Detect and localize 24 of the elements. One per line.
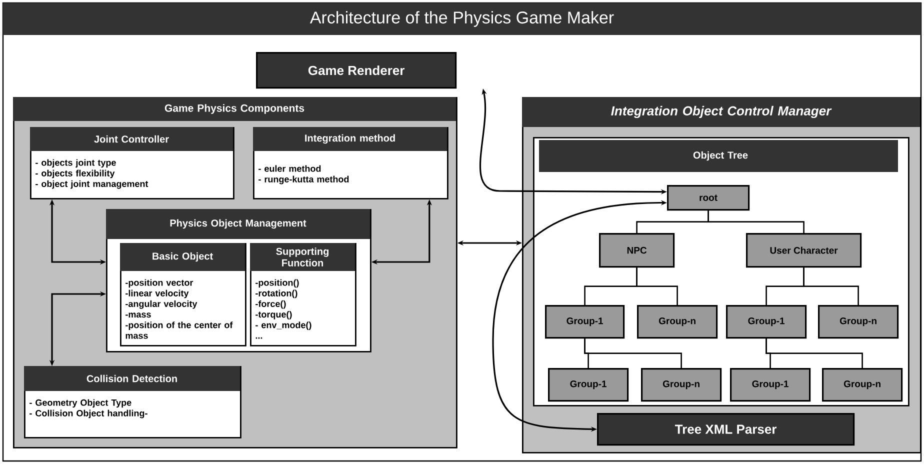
title-banner: Architecture of the Physics Game Maker: [3, 3, 921, 35]
tree-node-box: Group-1: [545, 305, 625, 339]
tree-node-box: Group-n: [637, 305, 718, 339]
tree-node-box: NPC: [599, 233, 675, 268]
module-box: Game Renderer: [256, 52, 457, 89]
tree-link: [708, 210, 804, 233]
tree-link: [803, 268, 859, 305]
component-box: Basic Object -position vector -linear velocity -angular velocity -mass -position of the center of mass: [120, 243, 246, 346]
tree-link: [584, 338, 682, 368]
tree-node-box: root: [667, 185, 750, 211]
tree-node-box: Group-1: [548, 368, 629, 402]
tree-link: [766, 338, 863, 368]
component-box: Joint Controller - objects joint type - objects flexibility - object joint management: [30, 127, 234, 200]
tree-node-box: Group-1: [726, 305, 807, 339]
tree-node-box: Group-n: [822, 368, 903, 402]
tree-node-box: Group-n: [818, 305, 899, 339]
tree-node-box: Group-n: [641, 368, 722, 402]
component-box: Supporting Function -position() -rotation() -force() -torque() - env_mode() ...: [250, 243, 356, 346]
tree-link: [636, 268, 678, 305]
tree-node-box: Group-1: [730, 368, 811, 402]
component-box: Collision Detection - Geometry Object Type - Collision Object handling-: [24, 366, 242, 438]
tree-node-box: User Character: [746, 233, 862, 268]
module-box: Tree XML Parser: [597, 413, 855, 446]
component-box: Integration method - euler method - runge-kutta method: [253, 127, 448, 200]
